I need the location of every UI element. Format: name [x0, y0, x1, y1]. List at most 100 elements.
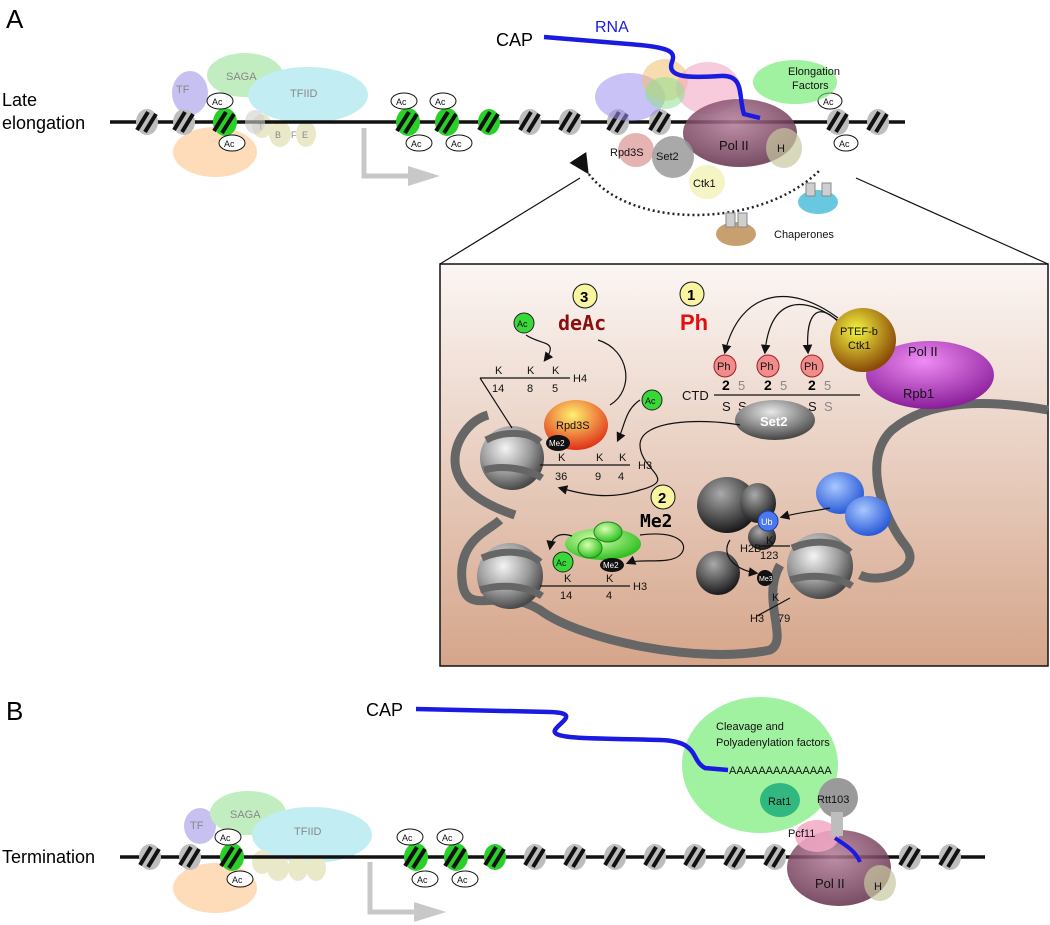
deac-label: deAc — [558, 311, 606, 335]
elongation-factors-label-2: Factors — [792, 80, 829, 92]
h4-site-14: 14 — [492, 383, 504, 395]
late-label: Late — [2, 90, 37, 110]
ub-label: Ub — [761, 517, 773, 527]
ctd-two: 2 — [722, 377, 730, 393]
h4-k-label: K — [552, 365, 560, 377]
nucleosome — [477, 543, 544, 609]
rpd3s-label-inset: Rpd3S — [556, 420, 590, 432]
ctd-five: 5 — [824, 378, 831, 393]
me2-tag-label: Me2 — [603, 561, 619, 570]
green-methyltransferase — [565, 521, 641, 560]
tss-arrow-b — [367, 862, 420, 915]
ph-marker-label: Ph — [804, 361, 817, 373]
cleavage-label-2: Polyadenylation factors — [716, 737, 830, 749]
ub-arrow — [779, 507, 831, 520]
h3-label-top: H3 — [638, 460, 652, 472]
promoter-complex-b — [173, 791, 372, 913]
chaperones-label: Chaperones — [774, 229, 834, 241]
ac-marker-label: Ac — [517, 319, 528, 329]
rna-exit-b — [833, 836, 862, 863]
step-2-number: 2 — [658, 490, 666, 507]
ac-tags-b — [214, 828, 479, 888]
elongation-label: elongation — [2, 113, 85, 133]
ac-label: Ac — [839, 139, 850, 149]
h3-k-label: K — [558, 452, 566, 464]
step-3-number: 3 — [580, 289, 588, 306]
h4-label: H4 — [573, 373, 587, 385]
me2-tag — [546, 435, 570, 451]
h3k79-site: 79 — [778, 613, 790, 625]
ctd-s: S — [808, 399, 817, 414]
ub-marker — [757, 510, 779, 532]
deac-loop — [597, 339, 627, 406]
me2-tag-label: Me2 — [549, 439, 565, 448]
pol2-rpb1-complex — [866, 341, 994, 409]
rna-strand-b — [415, 706, 729, 773]
ctd-five: 5 — [780, 378, 787, 393]
pcf11-label: Pcf11 — [788, 828, 815, 840]
saga-label: SAGA — [226, 71, 257, 83]
h-label-a: H — [777, 143, 785, 155]
ac-label: Ac — [457, 875, 468, 885]
nucleosome-row-a — [135, 108, 889, 136]
h4-site-8: 8 — [527, 383, 533, 395]
ctk1-label-inset: Ctk1 — [848, 340, 871, 352]
step-1-badge — [679, 281, 705, 307]
ctd-two: 2 — [808, 377, 816, 393]
ac-label: Ac — [442, 833, 453, 843]
h2b-site: 123 — [760, 550, 778, 562]
ac-label: Ac — [451, 139, 462, 149]
cap-label-a: CAP — [496, 30, 533, 50]
pol2-label-b: Pol II — [815, 876, 845, 891]
rna-strand-a — [543, 34, 761, 121]
deac-arrow — [616, 399, 641, 443]
ac-label: Ac — [212, 97, 223, 107]
ctd-s: S — [722, 399, 731, 414]
ac-marker — [552, 551, 574, 573]
ctd-s: S — [824, 399, 833, 414]
gtf-e-label: E — [302, 130, 308, 140]
h3-label-bottom: H3 — [633, 581, 647, 593]
chaperone-complex — [716, 182, 838, 246]
h3-site-36: 36 — [555, 471, 567, 483]
tss-arrowhead-a — [408, 166, 440, 186]
gtf-b-label: B — [275, 130, 281, 140]
ctd-label: CTD — [682, 388, 709, 403]
nucleosome — [480, 426, 544, 490]
h3-site-4: 4 — [618, 471, 624, 483]
ph-arrow — [802, 311, 843, 355]
tf-label: TF — [176, 84, 190, 96]
me2-tag — [600, 558, 624, 572]
promoter-complex-a — [172, 53, 368, 177]
ac-marker-label: Ac — [556, 558, 567, 568]
ac-label: Ac — [232, 875, 243, 885]
tss-arrowhead-b — [414, 902, 446, 922]
set2-label-a: Set2 — [656, 151, 679, 163]
ph-arrow — [722, 296, 839, 355]
termination-label: Termination — [2, 847, 95, 867]
hmt-arrow — [546, 533, 573, 551]
rpd3s-label-a: Rpd3S — [610, 147, 644, 159]
ac-label: Ac — [435, 97, 446, 107]
ptefb-ctk1-complex — [830, 308, 896, 372]
step-3-badge — [572, 283, 598, 309]
ph-marker-label: Ph — [760, 361, 773, 373]
me2-label: Me2 — [640, 511, 673, 532]
rna-label: RNA — [595, 19, 629, 36]
rat1-label: Rat1 — [768, 796, 791, 808]
ac-label: Ac — [396, 97, 407, 107]
ac-marker — [641, 389, 663, 411]
tss-arrow-a — [361, 128, 415, 179]
tf-label-b: TF — [190, 820, 204, 832]
hmt-arrow — [625, 533, 685, 565]
h3-site-9: 9 — [595, 471, 601, 483]
h3k79-k-label: K — [772, 592, 780, 604]
ac-label: Ac — [402, 833, 413, 843]
termination-complex — [682, 697, 896, 906]
h4-k-label: K — [527, 365, 535, 377]
panel-b-letter: B — [6, 696, 23, 726]
step-2-badge — [650, 484, 676, 510]
pol2-label-a: Pol II — [719, 138, 749, 153]
